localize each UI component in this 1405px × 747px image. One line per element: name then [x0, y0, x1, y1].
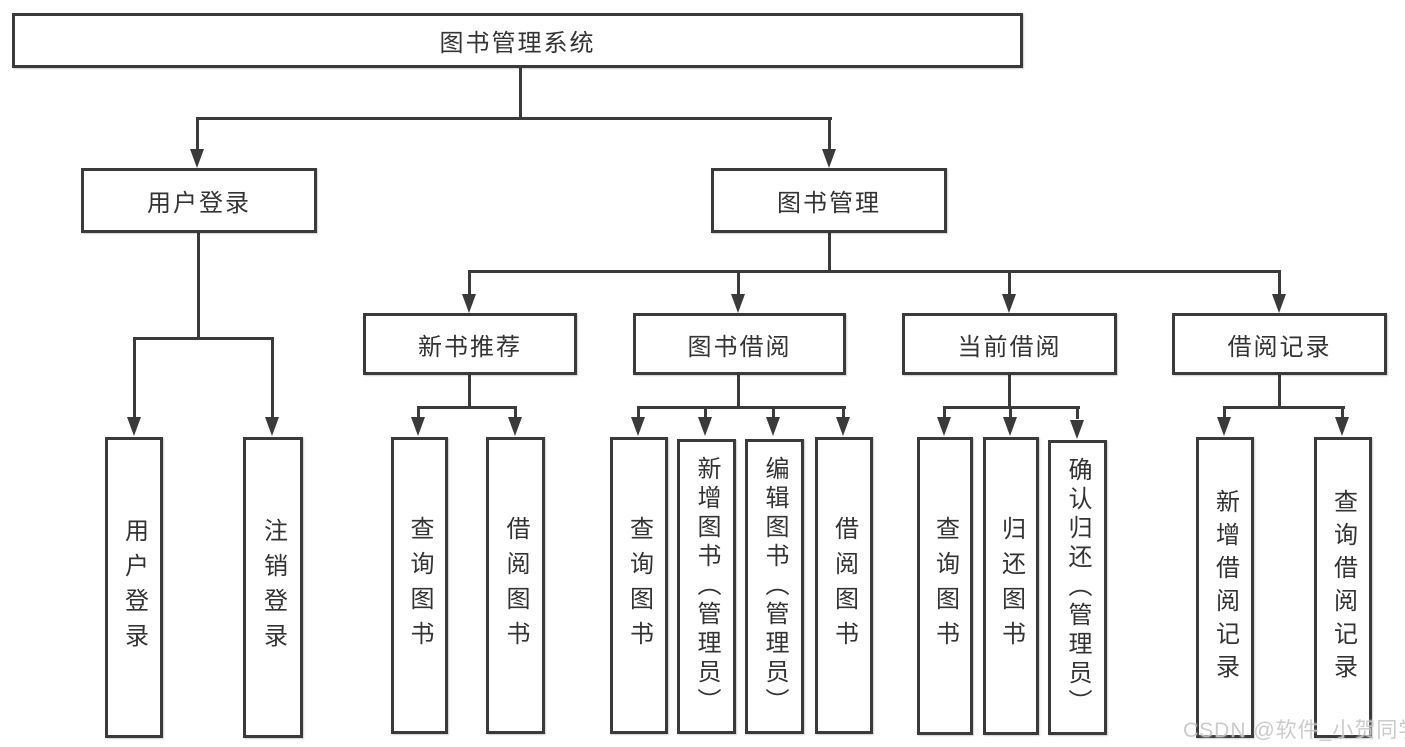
arrowhead-cb-return — [1003, 417, 1017, 436]
leaf-nb-query-book-label: 查询图书 — [406, 515, 433, 656]
leaf-bb-query-book-label: 查询图书 — [625, 515, 653, 656]
edge-book-borrow-rail — [637, 406, 846, 409]
edge-drop-bb-query — [637, 406, 640, 419]
leaf-bb-borrow-book-label: 借阅图书 — [830, 515, 858, 656]
edge-book-mgmt-stem — [828, 233, 831, 273]
edge-drop-cb-confirm — [1076, 406, 1079, 419]
edge-drop-nb-borrow — [514, 406, 517, 419]
node-new-book-recommend: 新书推荐 — [363, 313, 577, 375]
node-user-login: 用户登录 — [81, 168, 317, 233]
arrowhead-bb-borrow — [836, 417, 850, 436]
node-book-borrow-label: 图书借阅 — [687, 333, 792, 361]
leaf-bb-query-book: 查询图书 — [610, 437, 668, 734]
node-user-login-label: 用户登录 — [147, 190, 251, 217]
leaf-cb-return-book-label: 归还图书 — [997, 516, 1025, 656]
csdn-watermark: CSDN @软件_小贺同学 — [1183, 719, 1405, 742]
edge-current-borrow-stem — [1008, 375, 1011, 409]
arrowhead-new-book — [462, 294, 476, 313]
arrowhead-nb-query — [411, 417, 425, 436]
arrowhead-cb-confirm — [1070, 420, 1084, 439]
node-book-management: 图书管理 — [711, 168, 947, 233]
arrowhead-cb-query — [937, 417, 951, 436]
arrowhead-logout-leaf — [265, 417, 279, 436]
leaf-br-query-record-label: 查询借阅记录 — [1329, 488, 1357, 687]
leaf-cb-return-book: 归还图书 — [983, 437, 1039, 735]
node-current-borrow: 当前借阅 — [902, 313, 1117, 375]
edge-user-login-stem — [197, 233, 200, 337]
edge-drop-nb-query — [417, 406, 420, 419]
edge-root-rail — [196, 117, 832, 120]
node-root-system-label: 图书管理系统 — [439, 30, 596, 57]
edge-drop-br-add — [1223, 406, 1226, 419]
leaf-cb-query-book: 查询图书 — [917, 437, 973, 735]
leaf-bb-borrow-book: 借阅图书 — [815, 437, 873, 734]
leaf-br-query-record: 查询借阅记录 — [1314, 437, 1372, 738]
node-book-borrow: 图书借阅 — [633, 313, 846, 375]
leaf-bb-edit-book-admin: 编辑图书（管理员） — [745, 439, 804, 734]
leaf-logout: 注销登录 — [243, 437, 303, 738]
edge-drop-bb-add — [704, 406, 707, 419]
edge-drop-cb-return — [1009, 406, 1012, 419]
leaf-user-login: 用户登录 — [105, 437, 163, 738]
edge-drop-borrow-record — [1278, 270, 1281, 296]
arrowhead-current-borrow — [1002, 294, 1016, 313]
node-borrow-record: 借阅记录 — [1172, 313, 1387, 375]
node-current-borrow-label: 当前借阅 — [957, 333, 1062, 361]
edge-drop-user-login — [196, 117, 199, 150]
leaf-user-login-label: 用户登录 — [120, 517, 148, 658]
leaf-nb-borrow-book: 借阅图书 — [486, 437, 545, 734]
edge-drop-cb-query — [943, 406, 946, 419]
edge-drop-book-mgmt — [828, 117, 831, 150]
leaf-cb-confirm-return-admin: 确认归还（管理员） — [1048, 440, 1107, 735]
arrowhead-borrow-record — [1272, 294, 1286, 313]
arrowhead-bb-edit — [766, 417, 780, 436]
edge-root-stem — [519, 66, 522, 119]
edge-drop-br-query — [1341, 406, 1344, 419]
node-borrow-record-label: 借阅记录 — [1227, 333, 1332, 361]
edge-book-mgmt-rail — [468, 270, 1281, 273]
edge-drop-bb-borrow — [842, 406, 845, 419]
edge-drop-bb-edit — [772, 406, 775, 419]
leaf-logout-label: 注销登录 — [259, 517, 287, 658]
arrowhead-bb-query — [631, 417, 645, 436]
leaf-cb-confirm-return-admin-label: 确认归还（管理员） — [1064, 457, 1091, 718]
leaf-br-add-record-label: 新增借阅记录 — [1211, 488, 1239, 687]
edge-user-login-rail — [133, 337, 274, 340]
edge-borrow-record-rail — [1223, 406, 1345, 409]
node-root-system: 图书管理系统 — [12, 13, 1023, 68]
edge-drop-book-borrow — [737, 270, 740, 296]
arrowhead-br-add — [1217, 417, 1231, 436]
arrowhead-bb-add — [698, 417, 712, 436]
leaf-nb-query-book: 查询图书 — [391, 437, 448, 734]
arrowhead-nb-borrow — [508, 417, 522, 436]
edge-drop-new-book — [468, 270, 471, 296]
node-new-book-recommend-label: 新书推荐 — [418, 333, 522, 361]
arrowhead-user-login — [190, 149, 204, 168]
arrowhead-book-mgmt — [822, 149, 836, 168]
edge-new-book-rail — [417, 406, 517, 409]
edge-book-borrow-stem — [737, 375, 740, 409]
node-book-management-label: 图书管理 — [777, 190, 881, 217]
leaf-bb-edit-book-admin-label: 编辑图书（管理员） — [761, 456, 788, 717]
leaf-bb-add-book-admin-label: 新增图书（管理员） — [693, 456, 720, 717]
edge-drop-logout-leaf — [271, 337, 274, 418]
edge-drop-current-borrow — [1008, 270, 1011, 296]
arrowhead-book-borrow — [731, 294, 745, 313]
edge-borrow-record-stem — [1278, 375, 1281, 409]
arrowhead-user-login-leaf — [127, 417, 141, 436]
leaf-bb-add-book-admin: 新增图书（管理员） — [677, 439, 736, 734]
arrowhead-br-query — [1335, 417, 1349, 436]
leaf-nb-borrow-book-label: 借阅图书 — [502, 515, 529, 656]
leaf-br-add-record: 新增借阅记录 — [1196, 437, 1254, 738]
edge-new-book-stem — [468, 375, 471, 409]
leaf-cb-query-book-label: 查询图书 — [931, 516, 959, 656]
edge-drop-user-login-leaf — [133, 337, 136, 418]
